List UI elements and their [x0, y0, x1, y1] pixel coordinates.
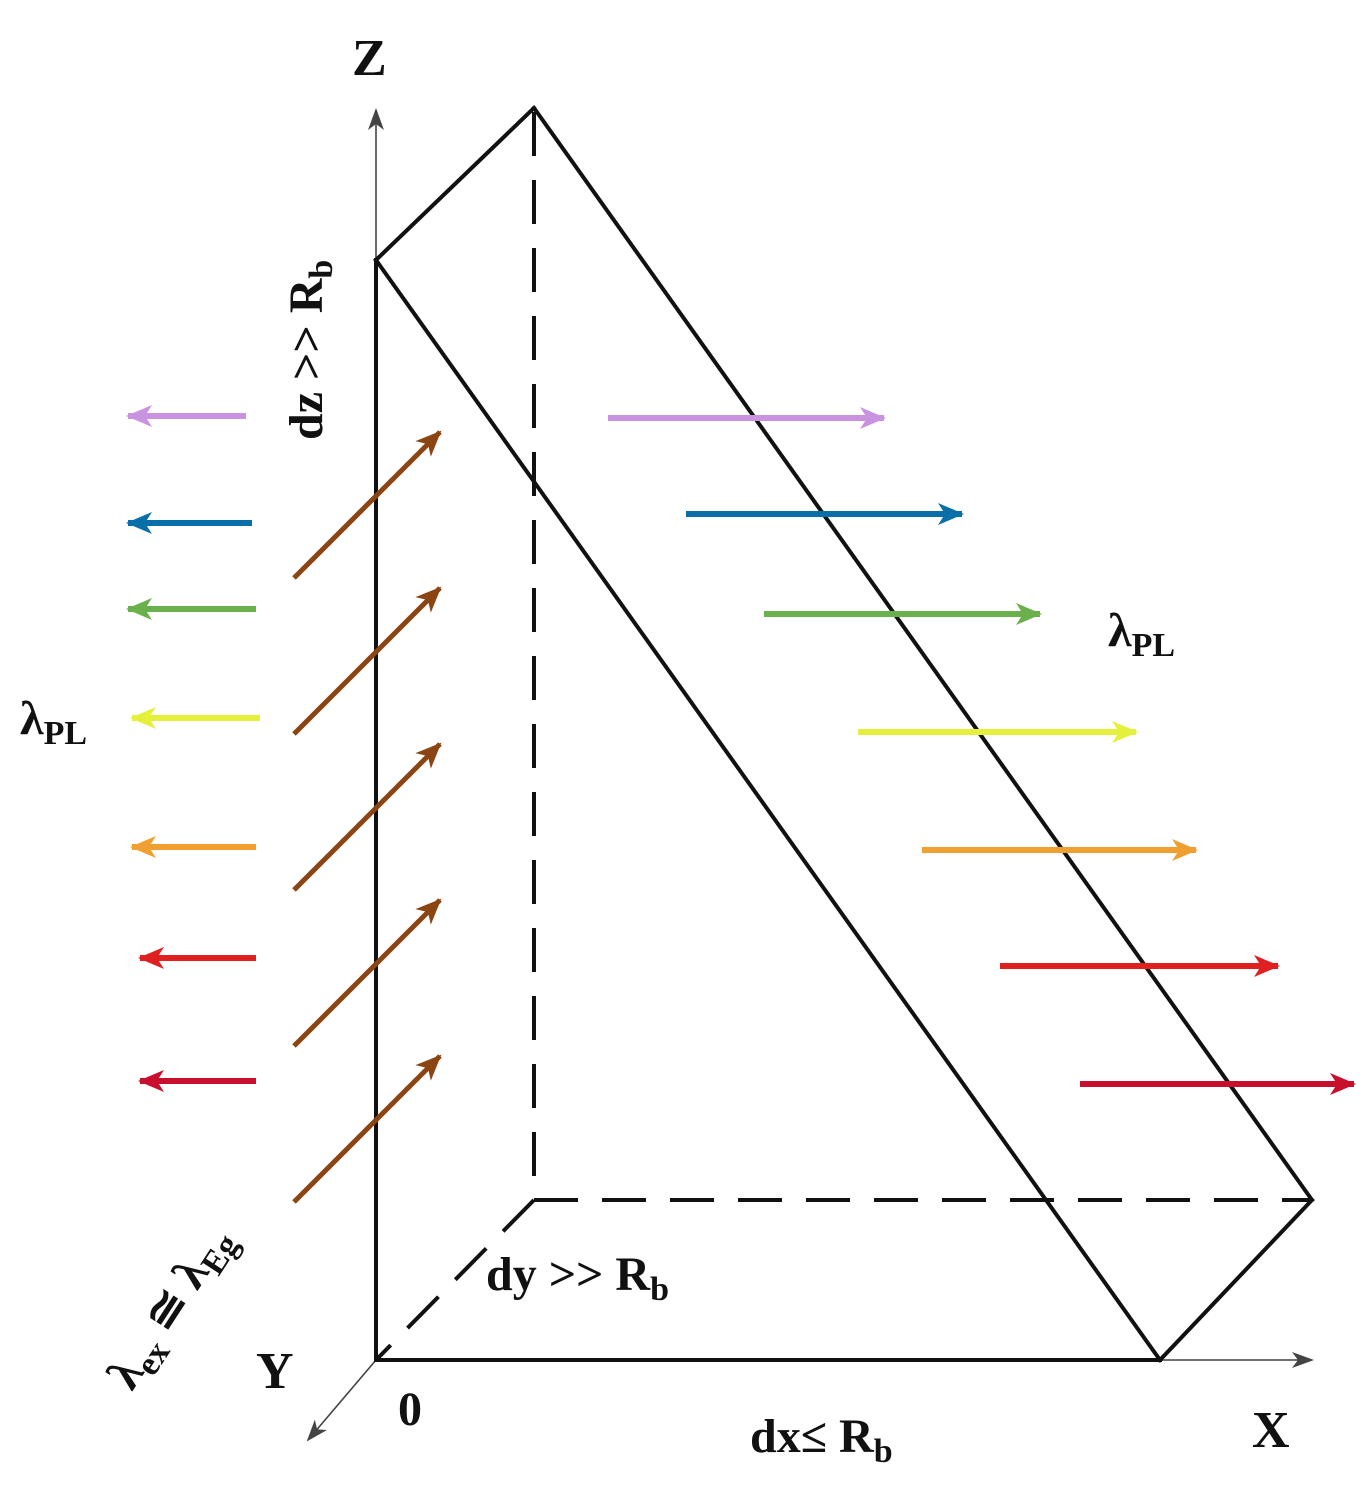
z-axis-label: Z — [352, 30, 387, 87]
dy-dimension-label: dy >> Rb — [486, 1248, 669, 1308]
x-axis-label: X — [1252, 1402, 1290, 1459]
emission-arrows-right — [608, 407, 1356, 1095]
y-axis — [306, 1359, 377, 1442]
lambda-pl-left-label: λPL — [20, 692, 87, 752]
lambda-pl-right-label: λPL — [1108, 604, 1175, 664]
back-hypotenuse-edge — [531, 105, 1315, 1203]
dx-main: dx≤ R — [750, 1410, 875, 1463]
y-axis-label: Y — [256, 1343, 294, 1400]
excitation-arrow — [292, 898, 442, 1048]
dx-subscript: b — [874, 1433, 893, 1470]
dz-main: dz >> R — [280, 277, 333, 440]
lambda-symbol: λ — [1108, 604, 1132, 657]
emission-arrows-left — [126, 405, 260, 1092]
dz-dimension-label: dz >> Rb — [280, 260, 340, 440]
bottom-right-depth-edge — [1157, 1197, 1315, 1363]
dx-dimension-label: dx≤ Rb — [750, 1410, 893, 1470]
excitation-arrow — [292, 430, 442, 580]
hidden-depth-edge — [374, 1198, 536, 1362]
dy-main: dy >> R — [486, 1248, 651, 1301]
excitation-arrow — [292, 586, 442, 736]
excitation-arrow — [292, 742, 442, 892]
lambda-pl-subscript: PL — [44, 715, 87, 752]
excitation-wavelength-label: λex ≅ λEg — [97, 1216, 247, 1402]
excitation-arrow — [292, 1054, 442, 1204]
dy-subscript: b — [650, 1271, 669, 1308]
excitation-arrows — [292, 430, 442, 1204]
origin-label: 0 — [398, 1383, 422, 1436]
lambda-symbol: λ — [20, 692, 44, 745]
top-depth-edge — [373, 105, 537, 263]
dz-subscript: b — [303, 260, 340, 279]
front-hypotenuse-edge — [373, 257, 1163, 1363]
lambda-pl-subscript: PL — [1132, 627, 1175, 664]
